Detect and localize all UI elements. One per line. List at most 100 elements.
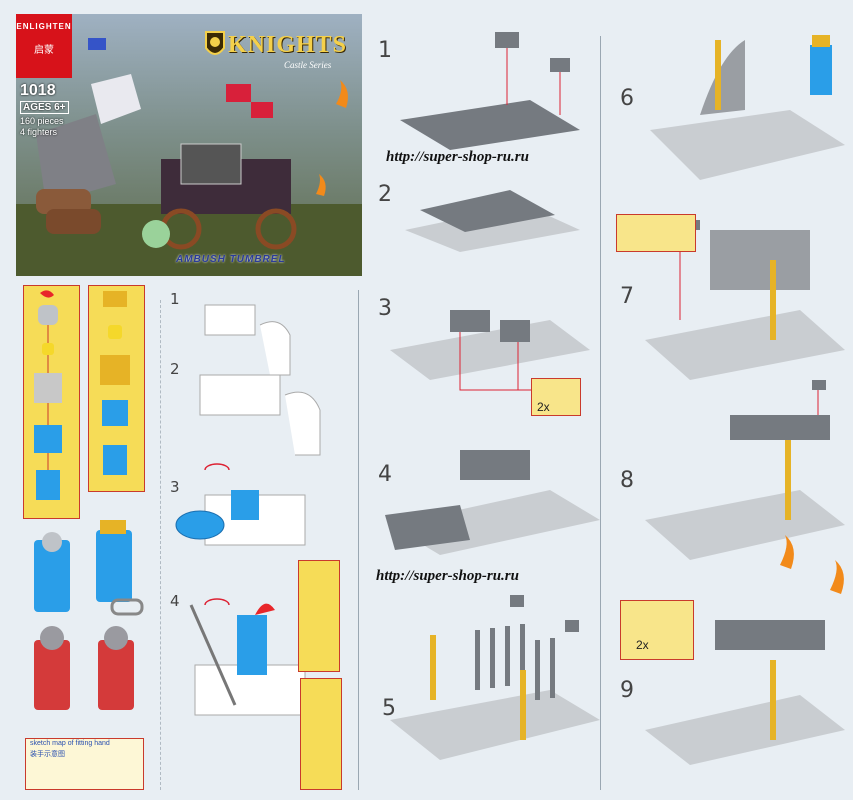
sword-9 xyxy=(770,660,776,740)
shop-url-2: http://super-shop-ru.ru xyxy=(376,568,519,584)
cart-6 xyxy=(650,110,845,180)
minifig-step-2: 2 xyxy=(170,360,180,378)
legs-blue xyxy=(36,470,60,500)
soldier-2 xyxy=(98,640,134,710)
brand-badge: ENLIGHTEN 启蒙 xyxy=(16,14,72,78)
king-cape xyxy=(100,355,130,385)
blue-torso-piece xyxy=(231,490,259,520)
stud-8 xyxy=(812,380,826,390)
set-number: 1018 xyxy=(20,82,56,99)
fighter-count: 4 fighters xyxy=(20,127,58,137)
knight-rider xyxy=(237,615,267,675)
build-step-6: 6 xyxy=(620,86,634,111)
wall-4 xyxy=(460,450,530,480)
build-step-7: 7 xyxy=(620,284,634,309)
divider-right xyxy=(600,36,601,790)
step3-part-callout xyxy=(531,378,581,416)
rider-plume xyxy=(255,603,275,615)
cart-7 xyxy=(645,310,845,380)
flame-9b xyxy=(830,560,844,594)
horse-1-outline xyxy=(204,304,291,376)
chain-accessory xyxy=(110,598,144,616)
halberd xyxy=(189,604,237,706)
minifig-step-1: 1 xyxy=(170,290,180,308)
arch-7 xyxy=(710,230,810,290)
grey-stud-5a xyxy=(510,595,524,607)
hand-note-box xyxy=(25,738,144,790)
banner-red-2 xyxy=(251,102,273,118)
sword-7 xyxy=(770,260,776,340)
king-torso xyxy=(102,400,128,426)
crown xyxy=(103,291,127,307)
assembled-minifigs xyxy=(34,520,144,710)
flame-9a xyxy=(780,535,794,569)
build-step-5: 5 xyxy=(382,696,396,721)
chassis-3 xyxy=(390,320,590,380)
cart-wheel-right xyxy=(255,208,297,250)
torso-blue xyxy=(34,425,62,453)
build-step-9: 9 xyxy=(620,678,634,703)
horse-step-drawings xyxy=(175,304,321,716)
cart-8 xyxy=(645,490,845,560)
horse-1 xyxy=(36,189,91,214)
minifig-parts xyxy=(34,290,130,500)
minifig-step-4: 4 xyxy=(170,592,180,610)
hand-note-line2: 装手示意图 xyxy=(30,750,65,758)
divider-left xyxy=(358,290,359,790)
minifig-step-3: 3 xyxy=(170,478,180,496)
build-step-3: 3 xyxy=(378,296,392,321)
halberd-callout xyxy=(298,560,340,672)
king-head xyxy=(108,325,122,339)
step9-qty: 2x xyxy=(636,638,649,652)
step3-qty: 2x xyxy=(537,400,550,414)
series-title: KNIGHTS xyxy=(228,32,348,58)
build-step-8: 8 xyxy=(620,468,634,493)
grey-stud-5b xyxy=(565,620,579,632)
set-subtitle: AMBUSH TUMBREL xyxy=(176,254,286,265)
box-cover-image: ENLIGHTEN 启蒙 1018 AGES 6+ 160 pieces 4 f… xyxy=(16,14,362,276)
rotate-arrow-1 xyxy=(204,463,230,471)
blue-flag xyxy=(88,38,106,50)
build-left-drawings xyxy=(385,32,600,760)
brand-chars: 启蒙 xyxy=(34,45,54,56)
sword-6 xyxy=(715,40,721,110)
torso-armor xyxy=(34,373,62,403)
fire-torch-2 xyxy=(316,174,326,196)
roof-8 xyxy=(730,415,830,440)
cage-bars xyxy=(475,624,555,700)
chassis-5 xyxy=(390,690,600,760)
series-subtitle: Castle Series xyxy=(284,60,332,70)
crystal-plant xyxy=(142,220,170,248)
cart-9 xyxy=(645,695,845,765)
white-horse xyxy=(91,74,141,124)
banner-red xyxy=(226,84,251,102)
roof-9 xyxy=(715,620,825,650)
sword-8 xyxy=(785,440,791,520)
red-plume xyxy=(40,290,54,298)
step7-plate-callout xyxy=(616,214,696,252)
lion-crest-icon xyxy=(205,31,225,55)
head xyxy=(42,343,54,355)
wall-right-3 xyxy=(500,320,530,342)
king-assembled xyxy=(96,530,132,602)
brand-logo: ENLIGHTEN xyxy=(16,22,72,31)
gold-sword-1 xyxy=(430,635,436,700)
build-right-drawings xyxy=(640,35,845,765)
build-step-1: 1 xyxy=(378,38,392,63)
slope-brick-2 xyxy=(550,58,570,72)
king-figure-6 xyxy=(810,45,832,95)
wheel-arch-6 xyxy=(700,40,745,115)
flag-callout xyxy=(300,678,342,790)
horse-2-outline xyxy=(199,374,321,456)
piece-count: 160 pieces xyxy=(20,116,64,126)
shop-url-1: http://super-shop-ru.ru xyxy=(386,149,529,165)
build-step-4: 4 xyxy=(378,462,392,487)
cart-cage xyxy=(180,143,242,185)
horse-2 xyxy=(46,209,101,234)
step9-part-callout xyxy=(620,600,694,660)
castle-ruin xyxy=(36,114,116,204)
king-legs xyxy=(103,445,127,475)
blue-shield xyxy=(175,510,225,540)
soldier-1 xyxy=(34,640,70,710)
wall-left-3 xyxy=(450,310,490,332)
